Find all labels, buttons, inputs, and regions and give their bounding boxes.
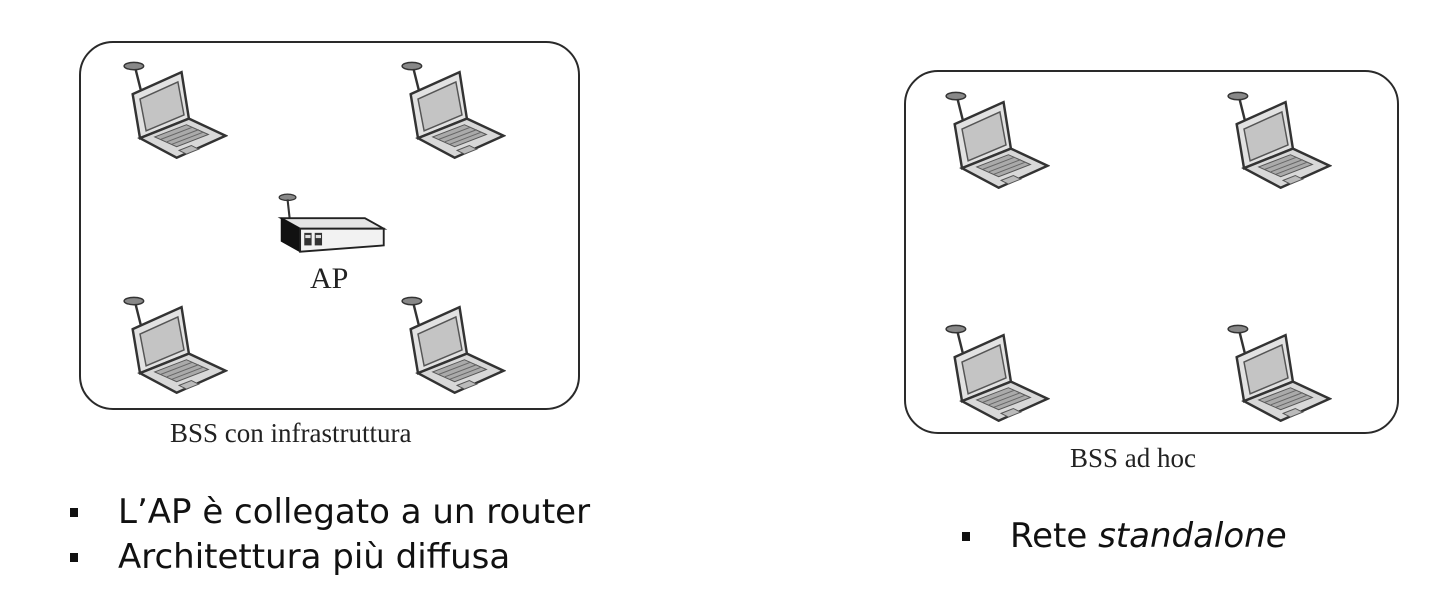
bullet-text-emphasis: standalone [1098, 516, 1287, 556]
bullet-marker [70, 553, 78, 562]
adhoc-bss-caption: BSS ad hoc [1070, 443, 1197, 473]
access-point-icon [275, 193, 390, 256]
bullet-marker [70, 508, 78, 517]
infrastructure-bullet-list: L’AP è collegato a un router Architettur… [68, 490, 590, 580]
laptop-with-antenna-icon [396, 55, 506, 159]
laptop-with-antenna-icon [118, 290, 228, 394]
laptop-with-antenna-icon [940, 318, 1050, 422]
laptop-with-antenna-icon [396, 290, 506, 394]
laptop-with-antenna-icon [1222, 85, 1332, 189]
list-item: L’AP è collegato a un router [68, 490, 590, 535]
bullet-text: Architettura più diffusa [118, 537, 511, 577]
bullet-marker [962, 532, 970, 541]
list-item: Rete standalone [960, 514, 1287, 559]
bullet-text: L’AP è collegato a un router [118, 492, 591, 532]
infrastructure-bss-caption: BSS con infrastruttura [170, 418, 412, 448]
adhoc-bullet-list: Rete standalone [960, 514, 1287, 559]
list-item: Architettura più diffusa [68, 535, 590, 580]
laptop-with-antenna-icon [118, 55, 228, 159]
bullet-text-prefix: Rete [1010, 516, 1099, 556]
laptop-with-antenna-icon [1222, 318, 1332, 422]
laptop-with-antenna-icon [940, 85, 1050, 189]
access-point-label: AP [310, 262, 349, 295]
